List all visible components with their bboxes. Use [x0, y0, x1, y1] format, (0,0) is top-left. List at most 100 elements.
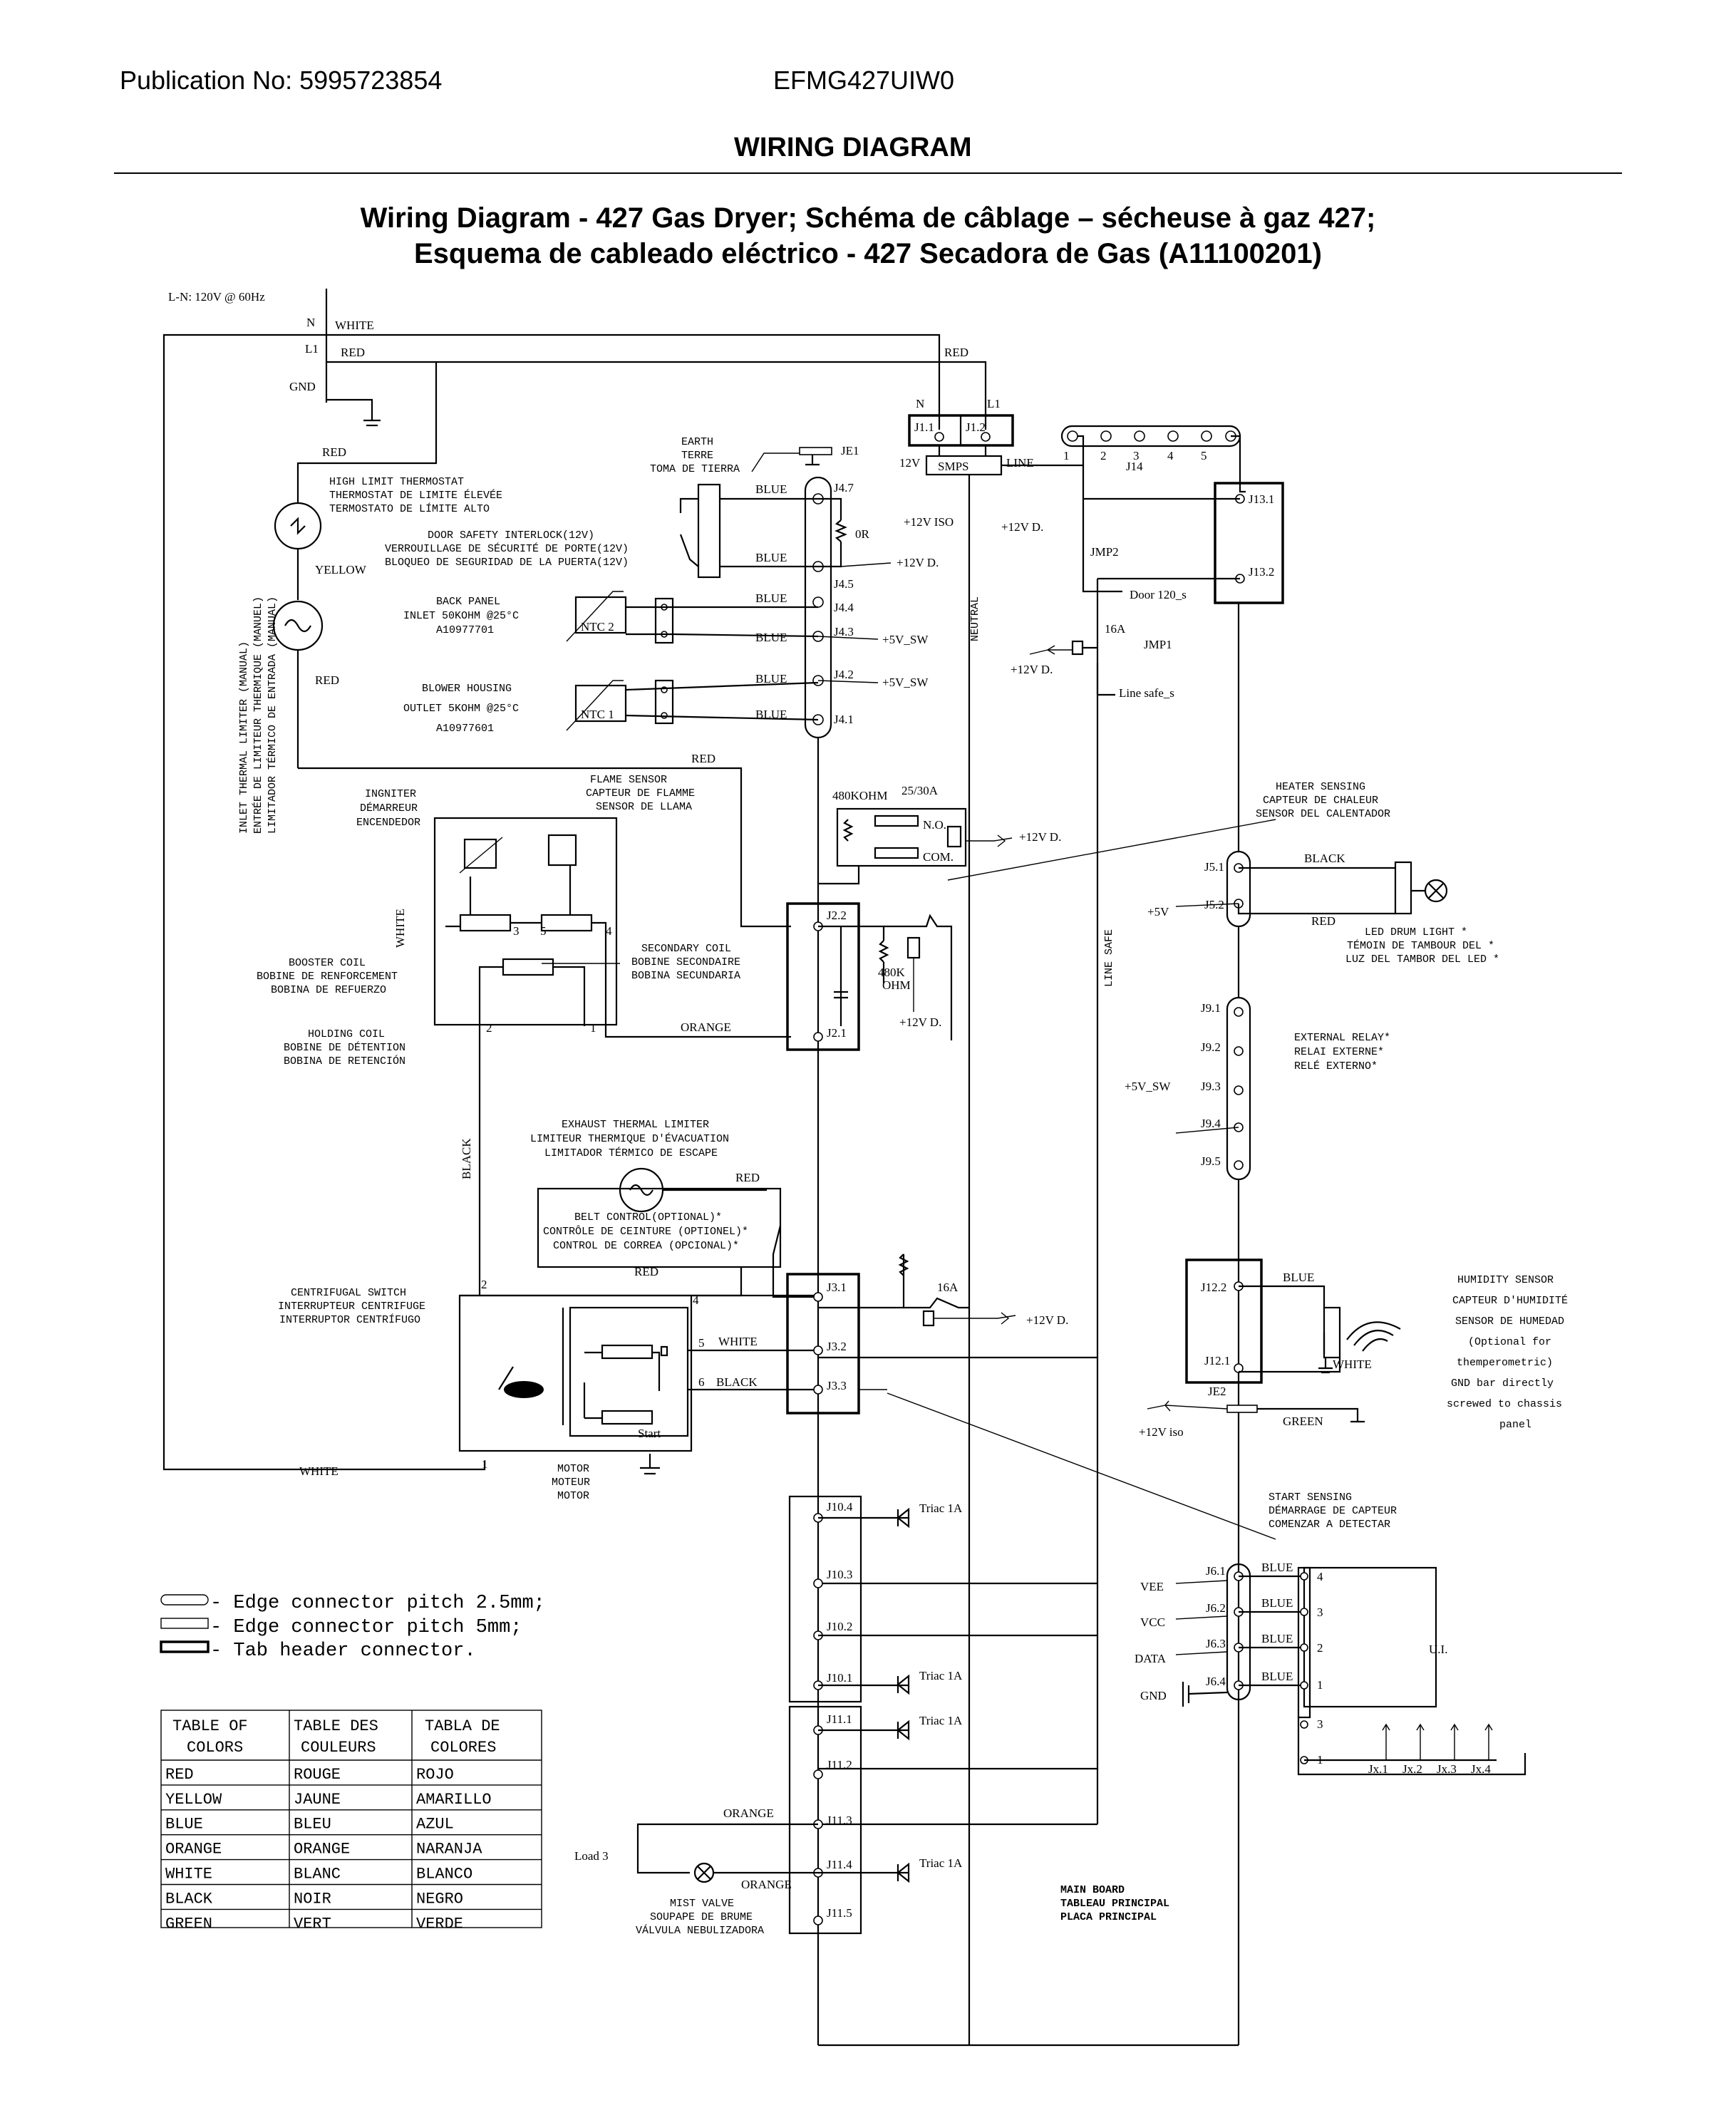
color-table-cell: VERDE — [416, 1915, 463, 1933]
svg-text:LIMITADOR TÉRMICO DE ESCAPE: LIMITADOR TÉRMICO DE ESCAPE — [544, 1147, 718, 1159]
svg-text:J12.2: J12.2 — [1201, 1281, 1226, 1294]
j3-header: J3.1 J3.2 J3.3 16A +12V D. START SENSING… — [786, 1253, 1397, 1540]
svg-text:WHITE: WHITE — [718, 1335, 758, 1348]
svg-text:LINE SAFE: LINE SAFE — [1103, 929, 1115, 987]
svg-text:BOBINE SECONDAIRE: BOBINE SECONDAIRE — [631, 956, 740, 968]
color-table-cell: BLUE — [165, 1816, 203, 1834]
j2-header: J2.2 J2.1 480K OHM +12V D. — [786, 902, 953, 1051]
ignitor-assembly: INGNITER DÉMARREUR ENCENDEDOR FLAME SENS… — [257, 774, 791, 1296]
supply-n-label: N — [306, 316, 315, 329]
je1-connector — [799, 447, 832, 455]
svg-text:BLUE: BLUE — [755, 551, 787, 564]
svg-text:VÁLVULA NEBULIZADORA: VÁLVULA NEBULIZADORA — [636, 1924, 764, 1937]
svg-text:J11.5: J11.5 — [827, 1906, 852, 1920]
j13-jmp: J13.1 J13.2 JMP2 Door 120_s 16A JMP1 +12… — [1011, 465, 1284, 713]
svg-text:SECONDARY COIL: SECONDARY COIL — [641, 943, 731, 955]
section-title: WIRING DIAGRAM — [734, 133, 972, 162]
svg-text:5: 5 — [698, 1336, 705, 1350]
svg-text:MOTEUR: MOTEUR — [552, 1477, 590, 1489]
svg-text:CAPTEUR DE CHALEUR: CAPTEUR DE CHALEUR — [1263, 795, 1378, 807]
svg-text:J6.2: J6.2 — [1206, 1601, 1226, 1615]
color-table-cell: AZUL — [416, 1816, 454, 1834]
j10-header — [788, 1495, 862, 1703]
svg-text:J11.3: J11.3 — [827, 1814, 852, 1827]
color-table-cell: BLANCO — [416, 1866, 472, 1883]
svg-text:Jx.2: Jx.2 — [1402, 1762, 1422, 1776]
ntc1-blower: BLOWER HOUSING OUTLET 5KOHM @25°C A10977… — [403, 672, 819, 735]
svg-text:NEUTRAL: NEUTRAL — [969, 596, 981, 641]
booster-coil — [459, 914, 512, 932]
color-table-cell: BLEU — [294, 1816, 331, 1834]
svg-text:LINE: LINE — [1006, 456, 1034, 470]
svg-text:J10.1: J10.1 — [827, 1671, 852, 1685]
svg-text:JMP1: JMP1 — [1144, 638, 1172, 651]
svg-text:16A: 16A — [937, 1281, 959, 1294]
svg-text:screwed to chassis: screwed to chassis — [1447, 1398, 1562, 1410]
svg-text:HUMIDITY SENSOR: HUMIDITY SENSOR — [1457, 1274, 1554, 1286]
svg-text:J1.2: J1.2 — [966, 420, 986, 434]
svg-text:SENSOR DE HUMEDAD: SENSOR DE HUMEDAD — [1455, 1315, 1564, 1328]
svg-text:BLUE: BLUE — [755, 631, 787, 644]
svg-text:WHITE: WHITE — [393, 909, 407, 948]
svg-text:BACK PANEL: BACK PANEL — [436, 596, 500, 608]
svg-text:J13.2: J13.2 — [1249, 565, 1274, 579]
motor-rotor — [504, 1381, 544, 1398]
ignitor-element — [463, 838, 497, 869]
svg-text:5: 5 — [1201, 449, 1207, 462]
svg-text:J10.3: J10.3 — [827, 1568, 852, 1581]
svg-text:J13.1: J13.1 — [1249, 492, 1274, 506]
flame-sensor-switch — [547, 834, 577, 867]
svg-text:ENCENDEDOR: ENCENDEDOR — [356, 817, 420, 829]
ntc2-back-panel: BACK PANEL INLET 50KOHM @25°C A10977701 … — [403, 591, 819, 644]
svg-text:BOBINA DE RETENCIÓN: BOBINA DE RETENCIÓN — [284, 1055, 405, 1067]
j9-external-relay: J9.1 J9.2 J9.3 J9.4 J9.5 +5V_SW EXTERNAL… — [1125, 603, 1390, 2045]
color-table-cell: ORANGE — [165, 1841, 222, 1858]
color-table-cell: GREEN — [165, 1915, 212, 1933]
svg-text:J6.4: J6.4 — [1206, 1675, 1226, 1688]
high-limit-thermostat: HIGH LIMIT THERMOSTAT THERMOSTAT DE LIMI… — [274, 476, 502, 600]
svg-text:MOTOR: MOTOR — [557, 1490, 589, 1502]
svg-text:- Tab header connector.: - Tab header connector. — [210, 1640, 476, 1662]
svg-text:SENSOR DEL CALENTADOR: SENSOR DEL CALENTADOR — [1256, 808, 1390, 820]
svg-text:4: 4 — [606, 924, 612, 938]
svg-text:J3.2: J3.2 — [827, 1340, 847, 1353]
svg-text:+12V D.: +12V D. — [1026, 1313, 1068, 1327]
svg-text:6: 6 — [698, 1375, 705, 1389]
svg-text:BLUE: BLUE — [1283, 1271, 1314, 1284]
svg-text:N: N — [916, 397, 924, 410]
svg-text:GND bar directly: GND bar directly — [1451, 1377, 1554, 1390]
svg-text:J4.4: J4.4 — [834, 601, 854, 614]
wire-label-white: WHITE — [335, 319, 374, 332]
svg-text:+5V_SW: +5V_SW — [882, 676, 929, 689]
svg-text:J11.2: J11.2 — [827, 1758, 852, 1772]
color-table-cell: JAUNE — [294, 1791, 341, 1809]
svg-text:Jx.3: Jx.3 — [1437, 1762, 1457, 1776]
motor-winding-1 — [601, 1344, 653, 1360]
svg-text:OUTLET 5KOHM @25°C: OUTLET 5KOHM @25°C — [403, 703, 519, 715]
svg-text:RELAI EXTERNE*: RELAI EXTERNE* — [1294, 1046, 1384, 1058]
j6-connector — [1226, 1563, 1251, 1701]
svg-text:TABLEAU PRINCIPAL: TABLEAU PRINCIPAL — [1060, 1898, 1169, 1910]
svg-text:LED DRUM LIGHT *: LED DRUM LIGHT * — [1365, 926, 1467, 939]
svg-text:4: 4 — [1167, 449, 1174, 462]
legend-tab-header-icon — [160, 1640, 210, 1653]
svg-text:ORANGE: ORANGE — [681, 1020, 731, 1034]
svg-text:THERMOSTAT DE LIMITE ÉLEVÉE: THERMOSTAT DE LIMITE ÉLEVÉE — [329, 489, 502, 502]
j1-header: N L1 J1.1 J1.2 — [908, 397, 1014, 447]
color-table-cell: YELLOW — [165, 1791, 222, 1809]
svg-text:A10977701: A10977701 — [436, 624, 494, 636]
svg-text:J9.1: J9.1 — [1201, 1001, 1221, 1015]
motor-winding-2 — [601, 1410, 653, 1425]
svg-text:BOBINA SECUNDARIA: BOBINA SECUNDARIA — [631, 970, 740, 982]
j11-triacs: J11.1 J11.2 J11.3 J11.4 J11.5 Triac 1A T… — [574, 1705, 963, 1937]
svg-text:BLOWER HOUSING: BLOWER HOUSING — [422, 683, 512, 695]
svg-text:1: 1 — [1317, 1678, 1323, 1692]
svg-text:- Edge connector pitch 5mm;: - Edge connector pitch 5mm; — [210, 1617, 522, 1638]
publication-number: Publication No: 5995723854 — [120, 66, 443, 95]
humidity-sensor: J12.2 J12.1 BLUE WHITE HUMIDITY SENSOR C… — [1139, 1258, 1568, 1439]
svg-text:DÉMARRAGE DE CAPTEUR: DÉMARRAGE DE CAPTEUR — [1269, 1504, 1397, 1517]
svg-text:J11.4: J11.4 — [827, 1858, 852, 1871]
svg-text:N.O.: N.O. — [923, 818, 946, 832]
svg-text:CAPTEUR DE FLAMME: CAPTEUR DE FLAMME — [586, 787, 695, 800]
